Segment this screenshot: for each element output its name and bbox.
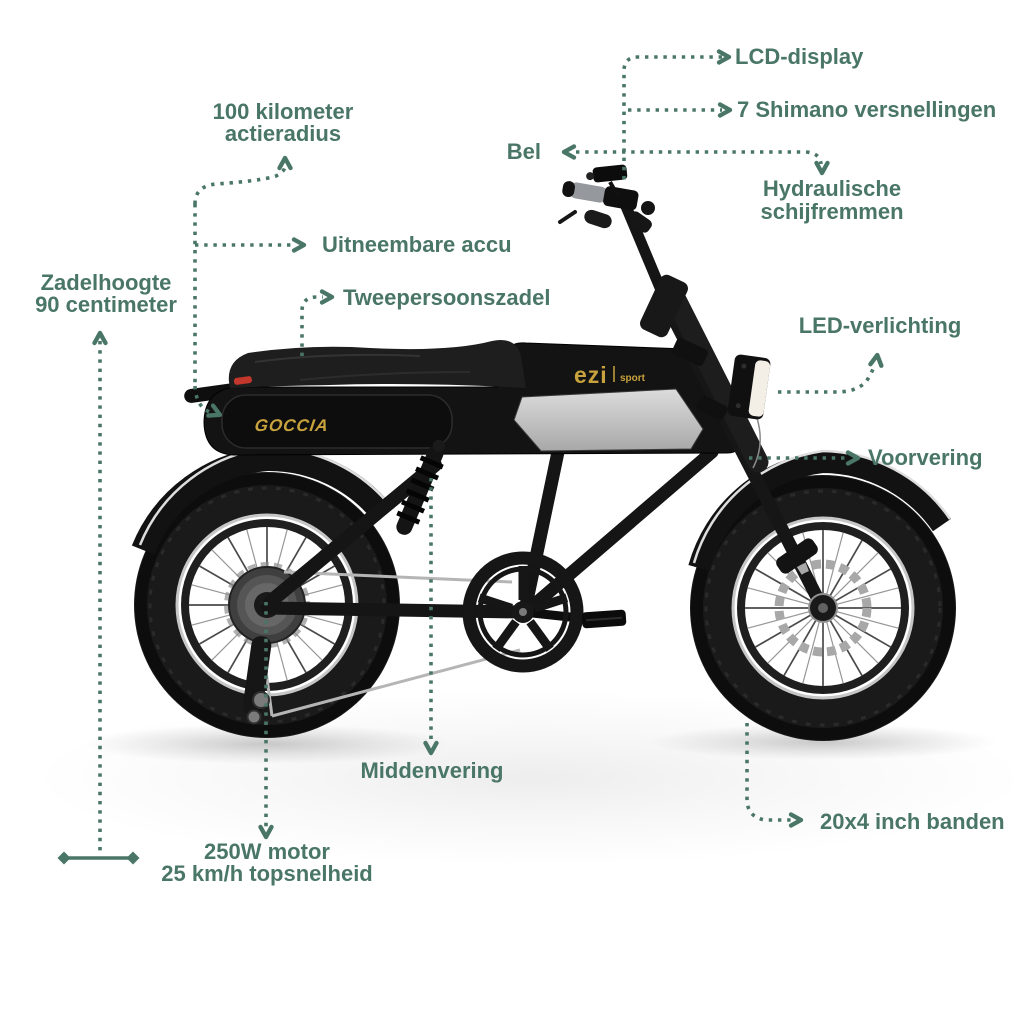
label-range-line1: 100 kilometer: [213, 99, 354, 124]
label-removable-battery: Uitneembare accu: [322, 232, 512, 257]
tail-light: [233, 376, 252, 385]
front-brake-disc: [774, 559, 872, 657]
body-tank: GOCCIA ezi sport: [184, 340, 740, 456]
label-hydraulic-line1: Hydraulische: [763, 176, 901, 201]
callout-two-person-saddle: Tweepersoonszadel: [300, 285, 550, 356]
callout-mid-suspension: Middenvering: [360, 478, 504, 783]
callout-seat-height: Zadelhoogte 90 centimeter: [35, 270, 177, 865]
label-lcd-display: LCD-display: [735, 44, 864, 69]
label-motor-line1: 250W motor: [204, 839, 330, 864]
front-fender: [688, 449, 952, 572]
pedal: [581, 609, 627, 629]
callout-front-suspension: Voorvering: [749, 445, 983, 470]
callout-range: 100 kilometer actieradius: [193, 99, 354, 420]
label-seat-height-line2: 90 centimeter: [35, 292, 177, 317]
bell: [641, 201, 655, 215]
callout-shimano-gears: 7 Shimano versnellingen: [628, 97, 996, 122]
callout-motor: 250W motor 25 km/h topsnelheid: [161, 602, 373, 886]
label-bel: Bel: [507, 139, 541, 164]
label-hydraulic-line2: schijfremmen: [760, 199, 903, 224]
chainring: [462, 551, 627, 673]
label-led-lighting: LED-verlichting: [799, 313, 962, 338]
label-motor-line2: 25 km/h topsnelheid: [161, 861, 373, 886]
callout-lcd-display: LCD-display: [622, 44, 864, 182]
label-range-line2: actieradius: [225, 121, 341, 146]
lcd-display-unit: [586, 164, 628, 183]
label-front-suspension: Voorvering: [868, 445, 983, 470]
callout-led-lighting: LED-verlichting: [778, 313, 962, 394]
frame-panel: [513, 388, 704, 452]
handlebar: [558, 164, 655, 233]
label-mid-suspension: Middenvering: [360, 758, 503, 783]
callout-removable-battery: Uitneembare accu: [195, 232, 512, 257]
callout-hydraulic-brakes: Hydraulische schijfremmen: [760, 163, 904, 224]
headlight: [727, 354, 771, 469]
label-two-person-saddle: Tweepersoonszadel: [343, 285, 550, 310]
callout-bel: Bel: [507, 139, 823, 165]
frame-logo: ezi sport: [574, 362, 646, 388]
label-shimano-gears: 7 Shimano versnellingen: [737, 97, 996, 122]
label-tires: 20x4 inch banden: [820, 809, 1005, 834]
frame-brand-suffix: sport: [620, 373, 646, 384]
label-seat-height-line1: Zadelhoogte: [41, 270, 172, 295]
front-brake-caliper: [776, 538, 818, 574]
saddle: [228, 340, 527, 388]
frame-brand-logo: ezi: [574, 362, 608, 388]
callout-tires: 20x4 inch banden: [745, 723, 1005, 834]
battery-brand-logo: GOCCIA: [253, 416, 330, 435]
battery-pack: GOCCIA: [221, 394, 453, 449]
frame: [260, 445, 719, 619]
